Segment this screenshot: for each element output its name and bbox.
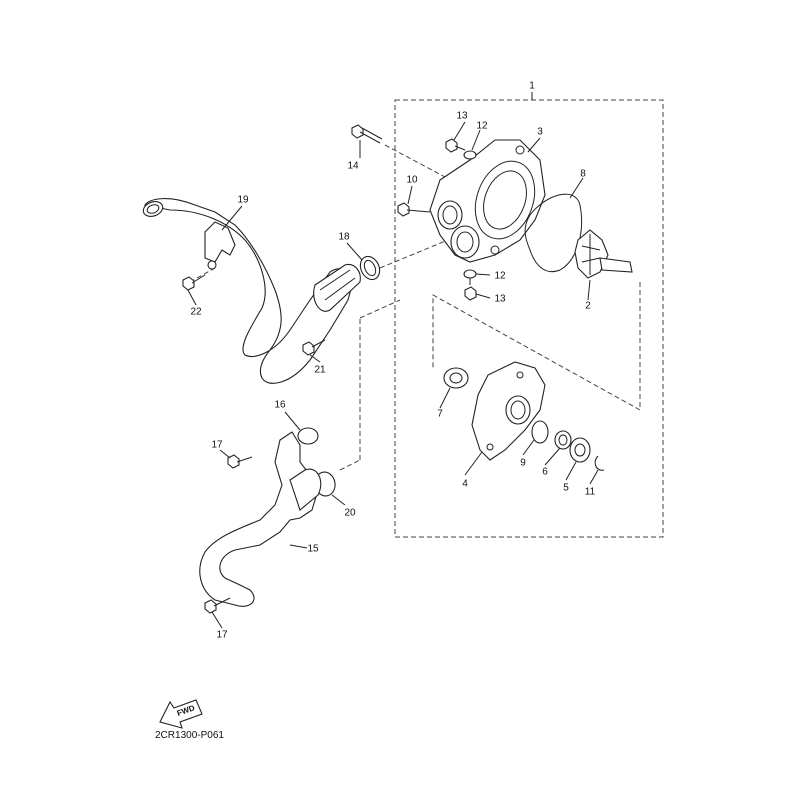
callout-22: 22 (190, 307, 202, 318)
oil-seal-6 (554, 430, 572, 450)
callout-4: 4 (462, 479, 468, 490)
callout-3: 3 (537, 127, 543, 138)
callout-9: 9 (520, 458, 526, 469)
inner-guide (432, 282, 641, 411)
bolt-17-upper (227, 454, 253, 469)
axis-hose-15 (339, 459, 361, 471)
callout-13-lower: 13 (494, 294, 506, 305)
washer-12-lower (463, 269, 477, 279)
bolt-17-lower (204, 597, 231, 614)
callout-7: 7 (437, 409, 443, 420)
bearing-5 (569, 437, 591, 463)
o-ring-9 (531, 420, 549, 444)
callout-12-lower: 12 (494, 271, 506, 282)
washer-12-upper (463, 150, 477, 160)
callout-12-upper: 12 (476, 121, 488, 132)
bolt-13-upper (445, 138, 466, 153)
axis-bolt-22 (189, 267, 216, 283)
callout-20: 20 (344, 508, 356, 519)
assembly-frame (394, 99, 664, 538)
callout-15: 15 (307, 544, 319, 555)
o-ring-18-inner (363, 259, 377, 277)
callout-2: 2 (585, 301, 591, 312)
callout-6: 6 (542, 467, 548, 478)
callout-17-lower: 17 (216, 630, 228, 641)
callout-11: 11 (585, 487, 596, 498)
water-pump-cover (471, 361, 546, 461)
coolant-hose-upper (142, 198, 361, 384)
fwd-arrow-icon: FWD (159, 699, 203, 729)
callout-8: 8 (580, 169, 586, 180)
callout-14: 14 (347, 161, 359, 172)
axis-hose-15c (359, 299, 401, 319)
water-pump-housing (429, 139, 546, 263)
callout-10: 10 (406, 175, 418, 186)
bolt-14 (351, 124, 383, 144)
bolt-10 (397, 202, 431, 217)
leader-lines (187, 121, 599, 629)
callout-18: 18 (338, 232, 350, 243)
seal-7 (443, 367, 469, 389)
callout-17-upper: 17 (211, 440, 223, 451)
callout-21: 21 (314, 365, 326, 376)
callout-1: 1 (529, 81, 535, 92)
callout-19: 19 (237, 195, 249, 206)
bolt-21 (302, 339, 326, 356)
callout-13-upper: 13 (456, 111, 468, 122)
axis-bolt-14 (384, 144, 461, 186)
callout-5: 5 (563, 483, 569, 494)
hose-clamp-bracket (204, 221, 236, 270)
bolt-13-lower (464, 278, 477, 301)
gasket-8 (524, 193, 583, 273)
circlip-11 (594, 455, 605, 471)
bolt-22 (182, 274, 206, 291)
coolant-hose-lower (199, 431, 322, 607)
callout-16: 16 (274, 400, 286, 411)
drawing-code: 2CR1300-P061 (155, 730, 224, 741)
o-ring-16 (297, 427, 319, 445)
impeller-shaft (574, 229, 633, 279)
